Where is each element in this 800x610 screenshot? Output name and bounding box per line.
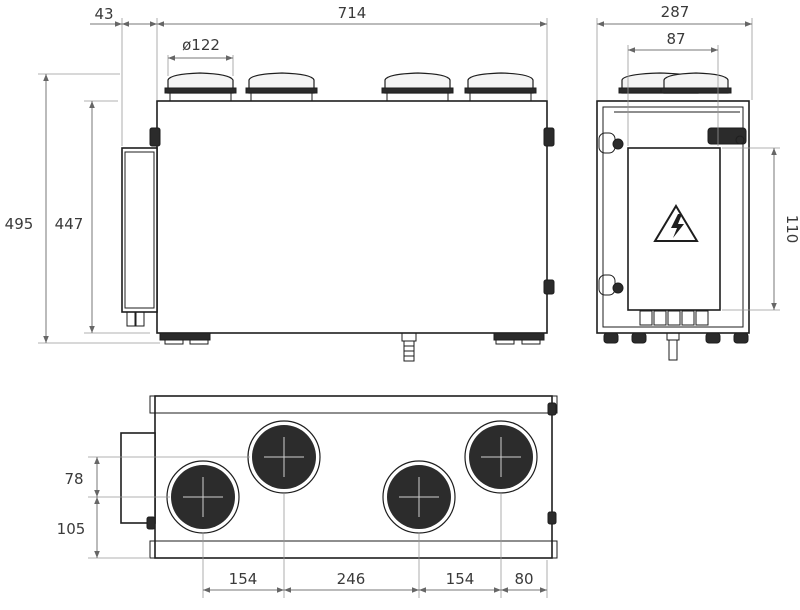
front-view: [121, 72, 555, 362]
dim-87: 87: [666, 30, 685, 48]
dimension-lines: [38, 18, 780, 598]
bottom-view: [120, 395, 558, 559]
front-body: [156, 100, 548, 334]
dim-43: 43: [94, 5, 113, 23]
front-hinges: [149, 127, 555, 295]
dim-495: 495: [5, 215, 34, 233]
high-voltage-warning-icon: [653, 204, 699, 242]
side-cable-glands: [639, 310, 709, 326]
side-view: [596, 72, 750, 361]
front-side-box: [121, 147, 158, 313]
front-spigots: [164, 72, 537, 102]
dim-78: 78: [64, 470, 83, 488]
dim-105: 105: [57, 520, 86, 538]
bottom-ports: [166, 420, 538, 534]
dim-246: 246: [337, 570, 366, 588]
front-cable-glands: [126, 311, 145, 327]
dim-110: 110: [783, 215, 800, 244]
side-feet: [603, 332, 749, 361]
dim-287: 287: [661, 3, 690, 21]
front-drain: [401, 332, 417, 362]
dim-80: 80: [514, 570, 533, 588]
bottom-side-box: [120, 432, 156, 524]
dim-447: 447: [55, 215, 84, 233]
side-spigots: [618, 72, 732, 94]
front-feet: [159, 332, 545, 345]
dim-154-a: 154: [229, 570, 258, 588]
side-latches: [598, 127, 747, 296]
dim-154-b: 154: [446, 570, 475, 588]
dim-714: 714: [338, 4, 367, 22]
dim-spigot-diameter: ø122: [182, 36, 220, 54]
dimension-labels: 43 714 ø122 495 447 287 87 110 78 105 15…: [5, 3, 800, 588]
